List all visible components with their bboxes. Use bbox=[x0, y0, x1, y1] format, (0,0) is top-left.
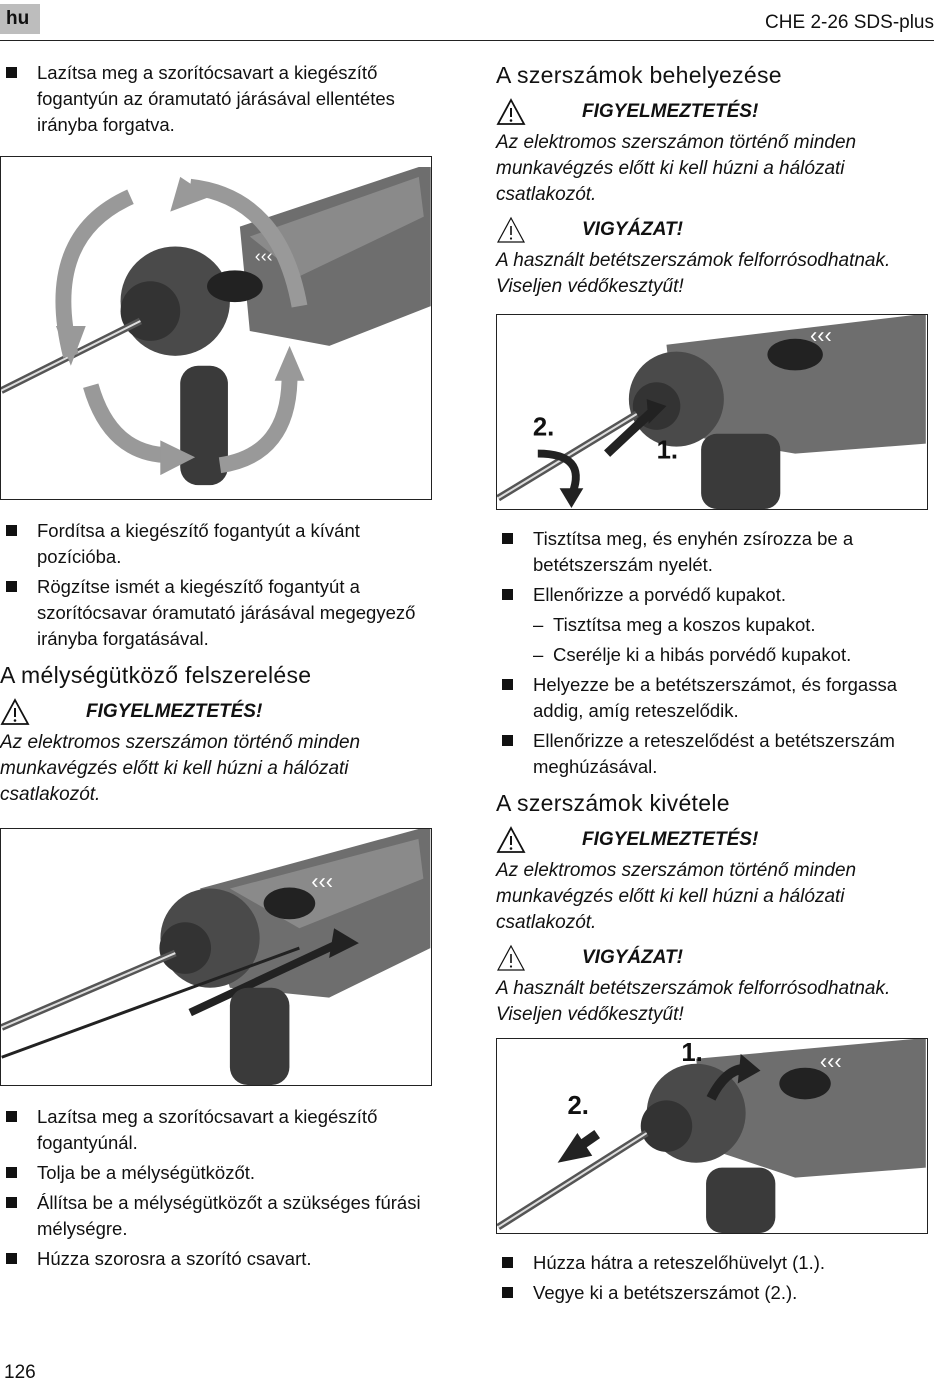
sub-list-item: Tisztítsa meg a koszos kupakot. bbox=[496, 612, 936, 638]
warning-triangle-icon bbox=[496, 826, 526, 853]
section-heading-insert-tools: A szerszámok behelyezése bbox=[496, 62, 782, 88]
section-heading-depth-stop: A mélységütköző felszerelése bbox=[0, 662, 312, 688]
figure-insert-tool: ‹‹‹ 2. 1. bbox=[496, 314, 928, 510]
warning-row: FIGYELMEZTETÉS! bbox=[496, 824, 936, 856]
warning-row: FIGYELMEZTETÉS! bbox=[0, 696, 440, 728]
list-item: Húzza hátra a reteszelőhüvelyt (1.). bbox=[496, 1250, 936, 1276]
step-label-2: 2. bbox=[533, 414, 554, 442]
sub-list-item: Cserélje ki a hibás porvédő kupakot. bbox=[496, 642, 936, 668]
warning-text: Az elektromos szerszámon történő minden … bbox=[496, 132, 857, 205]
list-item: Tisztítsa meg, és enyhén zsírozza be a b… bbox=[496, 526, 936, 578]
caution-triangle-icon bbox=[496, 944, 526, 971]
list-item: Vegye ki a betétszerszámot (2.). bbox=[496, 1280, 936, 1306]
svg-text:‹‹‹: ‹‹‹ bbox=[255, 245, 273, 265]
list-item: Rögzítse ismét a kiegészítő fogantyút a … bbox=[0, 574, 440, 652]
svg-text:‹‹‹: ‹‹‹ bbox=[810, 323, 832, 348]
drill-illustration: ‹‹‹ 1. 2. bbox=[497, 1039, 926, 1233]
step-label-1: 1. bbox=[657, 437, 678, 465]
drill-illustration: ‹‹‹ bbox=[1, 157, 431, 499]
header-rule bbox=[0, 40, 934, 41]
figure-remove-tool: ‹‹‹ 1. 2. bbox=[496, 1038, 928, 1234]
warning-triangle-icon bbox=[496, 98, 526, 125]
caution-label: VIGYÁZAT! bbox=[582, 947, 683, 968]
caution-label: VIGYÁZAT! bbox=[582, 219, 683, 240]
svg-text:‹‹‹: ‹‹‹ bbox=[311, 869, 333, 894]
drill-illustration: ‹‹‹ bbox=[1, 829, 431, 1085]
right-column: A szerszámok behelyezése FIGYELMEZTETÉS!… bbox=[496, 60, 936, 1310]
list-item: Lazítsa meg a szorítócsavart a kiegészít… bbox=[0, 60, 440, 138]
step-label-2: 2. bbox=[567, 1092, 588, 1120]
list-item: Helyezze be a betétszerszámot, és forgas… bbox=[496, 672, 936, 724]
list-item: Tolja be a mélységütközőt. bbox=[0, 1160, 440, 1186]
figure-depth-stop: ‹‹‹ bbox=[0, 828, 432, 1086]
list-item: Ellenőrizze a reteszelődést a betétszers… bbox=[496, 728, 936, 780]
caution-text: A használt betétszerszámok felforrósodha… bbox=[496, 250, 891, 297]
page-number: 126 bbox=[4, 1362, 36, 1383]
figure-rotate-handle: ‹‹‹ bbox=[0, 156, 432, 500]
list-item: Fordítsa a kiegészítő fogantyút a kívánt… bbox=[0, 518, 440, 570]
drill-illustration: ‹‹‹ 2. 1. bbox=[497, 315, 926, 509]
caution-triangle-icon bbox=[496, 216, 526, 243]
caution-row: VIGYÁZAT! bbox=[496, 942, 936, 974]
list-item: Ellenőrizze a porvédő kupakot. bbox=[496, 582, 936, 608]
warning-label: FIGYELMEZTETÉS! bbox=[86, 701, 263, 722]
warning-row: FIGYELMEZTETÉS! bbox=[496, 96, 936, 128]
document-title: CHE 2-26 SDS-plus bbox=[765, 12, 934, 33]
svg-text:‹‹‹: ‹‹‹ bbox=[820, 1049, 842, 1074]
left-column: Lazítsa meg a szorítócsavart a kiegészít… bbox=[0, 60, 440, 1276]
warning-text: Az elektromos szerszámon történő minden … bbox=[0, 732, 361, 805]
caution-row: VIGYÁZAT! bbox=[496, 214, 936, 246]
warning-triangle-icon bbox=[0, 698, 30, 725]
list-item: Lazítsa meg a szorítócsavart a kiegészít… bbox=[0, 1104, 440, 1156]
caution-text: A használt betétszerszámok felforrósodha… bbox=[496, 978, 891, 1025]
list-item: Állítsa be a mélységütközőt a szükséges … bbox=[0, 1190, 440, 1242]
warning-label: FIGYELMEZTETÉS! bbox=[582, 101, 759, 122]
warning-text: Az elektromos szerszámon történő minden … bbox=[496, 860, 857, 933]
step-label-1: 1. bbox=[681, 1039, 702, 1067]
language-tag: hu bbox=[0, 4, 40, 34]
warning-label: FIGYELMEZTETÉS! bbox=[582, 829, 759, 850]
section-heading-remove-tools: A szerszámok kivétele bbox=[496, 790, 730, 816]
list-item: Húzza szorosra a szorító csavart. bbox=[0, 1246, 440, 1272]
